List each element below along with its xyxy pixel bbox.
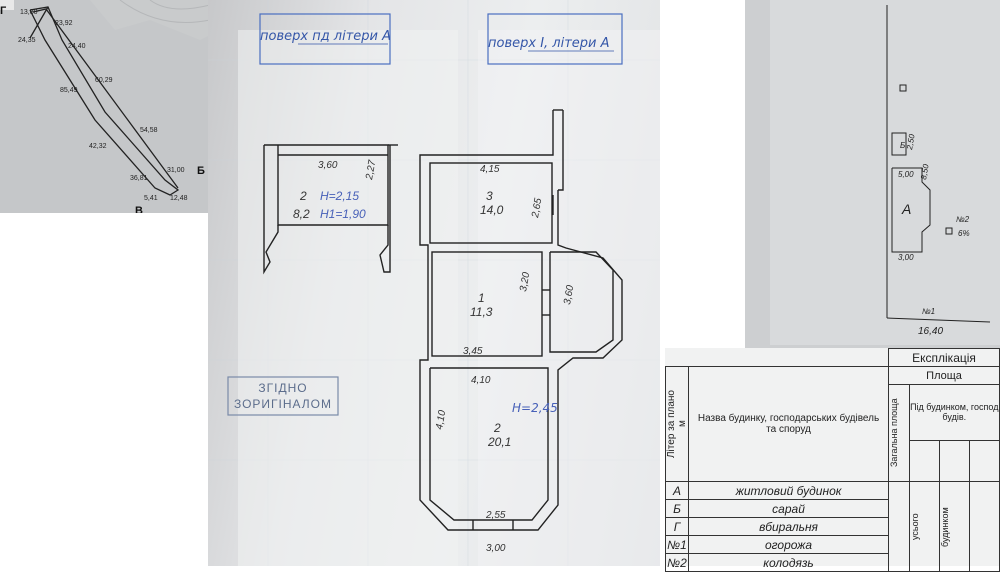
svg-text:ЗГІДНО: ЗГІДНО: [258, 381, 307, 395]
room3-depth: 2,65: [530, 197, 544, 219]
col-house-header: будинком: [939, 506, 950, 547]
well-percent: 6%: [958, 229, 970, 238]
dim-label: 85,49: [60, 87, 78, 94]
row-letter: А: [665, 481, 689, 500]
dim-label: 23,92: [55, 20, 73, 27]
floor-plan-photo: поверх пд літери А поверх І, літери А 3,…: [208, 0, 660, 566]
svg-text:поверх пд літери А: поверх пд літери А: [260, 29, 391, 44]
row-letter: №1: [665, 535, 689, 554]
shed-dim: 2,50: [905, 133, 917, 151]
site-outline: [886, 5, 991, 323]
room1-number: 1: [478, 291, 485, 305]
stamp-according-original: ЗГІДНО ЗОРИГІНАЛОМ: [227, 376, 339, 416]
dim-label: 24,35: [18, 37, 36, 44]
fence-label: №1: [922, 307, 935, 316]
room2-side: 4,10: [434, 409, 448, 431]
row-name: колодязь: [687, 553, 890, 572]
house-bottom-dim: 3,00: [898, 253, 914, 262]
room2-area: 20,1: [487, 435, 511, 449]
explication-title: Експлікація: [888, 348, 1000, 367]
well-label: №2: [956, 215, 970, 224]
col-name-header: Назва будинку, господарських будівель та…: [687, 366, 890, 482]
row-letter: №2: [665, 553, 689, 572]
room3-area: 14,0: [480, 203, 504, 217]
col-total-header: Загальна площа: [889, 398, 900, 468]
first-floor-plan: [419, 109, 623, 531]
room1-area: 11,3: [470, 305, 493, 319]
explication-table-photo: Експлікація Літер за плано м Назва будин…: [665, 348, 1000, 572]
svg-text:ЗОРИГІНАЛОМ: ЗОРИГІНАЛОМ: [234, 397, 332, 411]
room2-height: H=2,45: [512, 401, 558, 415]
room1-depth: 3,20: [518, 271, 532, 293]
dim-label: 24,40: [68, 43, 86, 50]
dim-label: 42,32: [89, 143, 107, 150]
row-name: огорожа: [687, 535, 890, 554]
row-name: вбиральня: [687, 517, 890, 536]
dim-label: 13,80: [20, 9, 38, 16]
svg-text:поверх І, літери А: поверх І, літери А: [488, 36, 610, 51]
dim-label: 31,00: [167, 167, 185, 174]
attic-depth: 2,27: [364, 159, 378, 181]
house-side-dim: 8,50: [919, 163, 931, 180]
stamp-attic-floor: поверх пд літери А: [259, 13, 391, 65]
corner-label: Б: [197, 165, 205, 177]
attic-width: 3,60: [318, 160, 338, 171]
site-plan-photo: Б 2,50 5,00 8,50 А 3,00 №2 6% №1 16,40: [660, 0, 1000, 566]
attic-room-area: 8,2: [293, 207, 310, 221]
room2-outer-bottom: 3,00: [486, 543, 506, 554]
shed-letter: Б: [900, 141, 905, 150]
room2-top-width: 4,10: [471, 375, 491, 386]
attic-room: [263, 144, 398, 275]
attic-height-h1: H1=1,90: [320, 207, 366, 221]
room3-number: 3: [486, 189, 493, 203]
dim-label: 60,29: [95, 77, 113, 84]
attic-height: H=2,15: [320, 189, 359, 203]
room1-width: 3,45: [463, 346, 483, 357]
bay-depth: 3,60: [562, 284, 576, 306]
house-top-dim: 5,00: [898, 170, 914, 179]
col-area-header: Площа: [888, 366, 1000, 385]
col-under-header: Під будинком, господ будів.: [908, 384, 1000, 441]
house-letter: А: [901, 201, 911, 217]
row-letter: Г: [665, 517, 689, 536]
dim-label: 5,41: [144, 195, 158, 202]
corner-label: В: [135, 205, 143, 213]
land-plot-photo: 13,80 23,92 24,35 24,40 60,29 85,49 54,5…: [0, 0, 210, 213]
row-name: сарай: [687, 499, 890, 518]
room3-width: 4,15: [480, 164, 500, 175]
corner-label: Г: [0, 5, 7, 17]
stamp-first-floor: поверх І, літери А: [487, 13, 623, 65]
row-name: житловий будинок: [687, 481, 890, 500]
row-letter: Б: [665, 499, 689, 518]
dim-label: 54,58: [140, 127, 158, 134]
dim-label: 12,48: [170, 195, 188, 202]
explication-table: Експлікація Літер за плано м Назва будин…: [665, 348, 1000, 572]
site-width-dim: 16,40: [918, 326, 943, 337]
col-all-header: усього: [909, 513, 920, 540]
plot-outline: [29, 6, 180, 196]
col-letter-header: Літер за плано м: [666, 390, 688, 458]
attic-room-number: 2: [299, 189, 307, 203]
dim-label: 36,81: [130, 175, 148, 182]
room2-inner-bottom: 2,55: [485, 510, 506, 521]
room2-number: 2: [493, 421, 501, 435]
